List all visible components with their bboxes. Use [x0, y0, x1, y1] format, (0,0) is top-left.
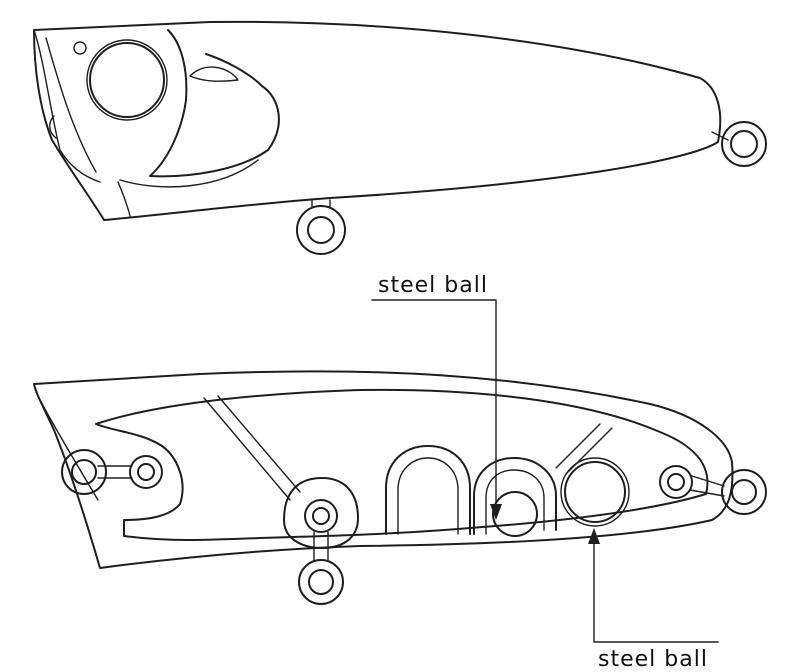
arrowhead-bottom	[588, 528, 600, 544]
annotation-top: steel ball	[371, 273, 502, 520]
lure-mouth-cup	[33, 29, 101, 183]
cutaway-mouth-line	[39, 399, 99, 501]
ball-chamber-2	[473, 457, 557, 535]
tail-wire-eye	[659, 465, 767, 515]
front-wire-eye	[61, 449, 163, 495]
cutaway-body-outline	[33, 370, 734, 569]
lure-nostril	[73, 41, 87, 55]
steel-ball-left	[492, 491, 538, 537]
lure-exterior-view	[33, 20, 767, 255]
steel-ball-right-ring	[560, 457, 630, 527]
leader-line-top	[371, 299, 497, 511]
belly-eyelet	[296, 199, 346, 255]
lure-gill-fin	[189, 66, 239, 82]
label-steel-ball-bottom: steel ball	[598, 647, 708, 672]
lure-gill-line	[119, 159, 259, 188]
tail-eyelet	[711, 121, 767, 167]
lure-nose-bump	[49, 115, 57, 139]
cutaway-rib-1	[203, 397, 291, 501]
cutaway-inner-wall	[95, 388, 709, 541]
lure-lip-inner	[45, 37, 97, 173]
ball-chamber-1	[385, 445, 471, 535]
leader-line-bottom	[593, 539, 719, 643]
lure-eye-ring	[86, 39, 168, 121]
annotation-bottom: steel ball	[588, 528, 719, 672]
lure-body-outline	[33, 20, 722, 221]
arrowhead-top	[490, 504, 502, 520]
lure-gill-plate	[149, 29, 280, 178]
steel-ball-right	[564, 461, 626, 523]
lure-lower-jaw-line	[117, 181, 131, 217]
belly-wire-eye	[283, 477, 359, 605]
cutaway-rib-1b	[217, 395, 301, 493]
cutaway-rib-2	[555, 423, 601, 469]
lure-cutaway-view	[33, 370, 767, 605]
label-steel-ball-top: steel ball	[378, 273, 488, 298]
lure-eye	[89, 42, 165, 118]
